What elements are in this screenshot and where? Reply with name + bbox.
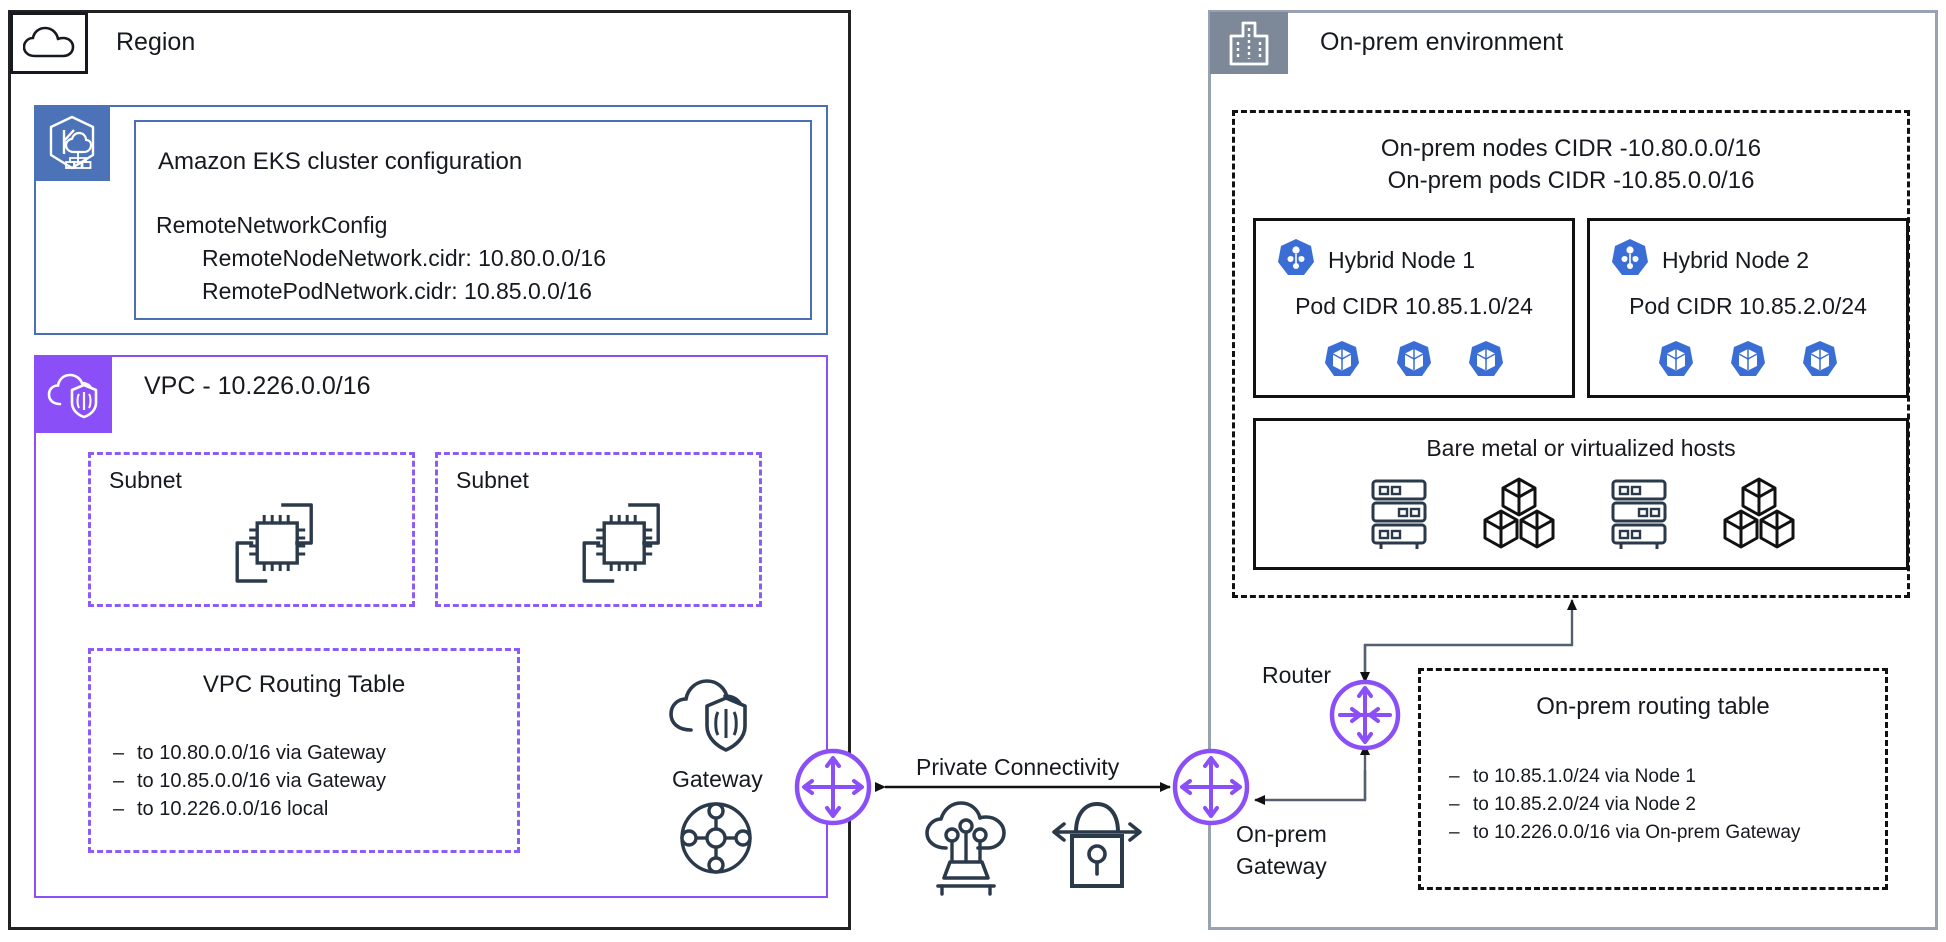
- route-row: –to 10.85.0.0/16 via Gateway: [113, 770, 387, 792]
- onprem-routing-table: On-prem routing table –to 10.85.1.0/24 v…: [1418, 668, 1888, 890]
- region-title: Region: [116, 28, 196, 56]
- subnet-b-label: Subnet: [456, 467, 529, 493]
- amazon-eks-icon: [34, 105, 110, 181]
- vpc-routing-table: VPC Routing Table –to 10.80.0.0/16 via G…: [88, 648, 520, 853]
- remote-network-config-label: RemoteNetworkConfig: [156, 212, 388, 238]
- building-icon: [1210, 12, 1288, 74]
- route-row: –to 10.226.0.0/16 via On-prem Gateway: [1449, 822, 1801, 843]
- hybrid-node-2-pods: [1590, 339, 1906, 384]
- kubernetes-node-icon: [1610, 237, 1650, 284]
- kubernetes-pod-icon: [1395, 339, 1433, 384]
- cloud-region-icon: [10, 12, 88, 74]
- network-hub-icon: [678, 800, 754, 881]
- onprem-gateway-label: On-prem Gateway: [1236, 821, 1327, 879]
- hybrid-node-1-pod-cidr: Pod CIDR 10.85.1.0/24: [1295, 293, 1533, 319]
- secure-tunnel-lock-icon: [1048, 792, 1146, 901]
- route-row: –to 10.80.0.0/16 via Gateway: [113, 742, 387, 764]
- onprem-pods-cidr: On-prem pods CIDR -10.85.0.0/16: [1387, 167, 1755, 194]
- kubernetes-pod-icon: [1657, 339, 1695, 384]
- remote-node-network-cidr: RemoteNodeNetwork.cidr: 10.80.0.0/16: [202, 245, 606, 271]
- hybrid-node-2-header: Hybrid Node 2: [1610, 237, 1809, 284]
- cubes-icon: [1481, 475, 1557, 556]
- onprem-nodes-cidr: On-prem nodes CIDR -10.80.0.0/16: [1380, 135, 1762, 162]
- hybrid-node-2-pod-cidr: Pod CIDR 10.85.2.0/24: [1629, 293, 1867, 319]
- server-rack-icon: [1365, 475, 1433, 556]
- onprem-cidr-container: On-prem nodes CIDR -10.80.0.0/16 On-prem…: [1232, 110, 1910, 598]
- kubernetes-pod-icon: [1323, 339, 1361, 384]
- hybrid-node-1-name: Hybrid Node 1: [1328, 247, 1476, 273]
- private-connectivity-label: Private Connectivity: [916, 754, 1120, 780]
- vpc-title: VPC - 10.226.0.0/16: [144, 372, 371, 400]
- server-rack-icon: [1605, 475, 1673, 556]
- baremetal-hosts-container: Bare metal or virtualized hosts: [1253, 418, 1909, 570]
- route-row: –to 10.85.2.0/24 via Node 2: [1449, 794, 1696, 815]
- kubernetes-pod-icon: [1801, 339, 1839, 384]
- cubes-icon: [1721, 475, 1797, 556]
- onprem-title: On-prem environment: [1320, 28, 1564, 56]
- subnet-b: Subnet: [435, 452, 762, 607]
- subnet-a: Subnet: [88, 452, 415, 607]
- baremetal-icons: [1256, 475, 1906, 556]
- router-label: Router: [1262, 662, 1332, 688]
- baremetal-title: Bare metal or virtualized hosts: [1426, 435, 1736, 461]
- hybrid-node-2: Hybrid Node 2 Pod CIDR 10.85.2.0/24: [1587, 218, 1909, 398]
- gateway-label: Gateway: [672, 766, 763, 792]
- vpc-icon: [36, 357, 112, 433]
- kubernetes-pod-icon: [1467, 339, 1505, 384]
- vpc-routing-table-title: VPC Routing Table: [202, 671, 406, 698]
- remote-pod-network-cidr: RemotePodNetwork.cidr: 10.85.0.0/16: [202, 278, 592, 304]
- hybrid-node-1-pods: [1256, 339, 1572, 384]
- hybrid-node-1-header: Hybrid Node 1: [1276, 237, 1475, 284]
- eks-config-panel: [134, 120, 812, 320]
- ec2-instances-icon: [223, 497, 319, 594]
- kubernetes-node-icon: [1276, 237, 1316, 284]
- kubernetes-pod-icon: [1729, 339, 1767, 384]
- onprem-routing-table-routes: –to 10.85.1.0/24 via Node 1 –to 10.85.2.…: [1449, 763, 1800, 847]
- eks-heading: Amazon EKS cluster configuration: [158, 148, 523, 175]
- onprem-routing-table-title: On-prem routing table: [1536, 693, 1770, 720]
- cloud-shield-icon: [665, 676, 757, 763]
- route-row: –to 10.226.0.0/16 local: [113, 798, 329, 820]
- hybrid-node-2-name: Hybrid Node 2: [1662, 247, 1810, 273]
- vpc-routing-table-routes: –to 10.80.0.0/16 via Gateway –to 10.85.0…: [113, 739, 386, 823]
- ec2-instances-icon: [570, 497, 666, 594]
- hybrid-node-1: Hybrid Node 1 Pod CIDR 10.85.1.0/24: [1253, 218, 1575, 398]
- cloud-connect-icon: [920, 798, 1018, 901]
- route-row: –to 10.85.1.0/24 via Node 1: [1449, 766, 1696, 787]
- subnet-a-label: Subnet: [109, 467, 182, 493]
